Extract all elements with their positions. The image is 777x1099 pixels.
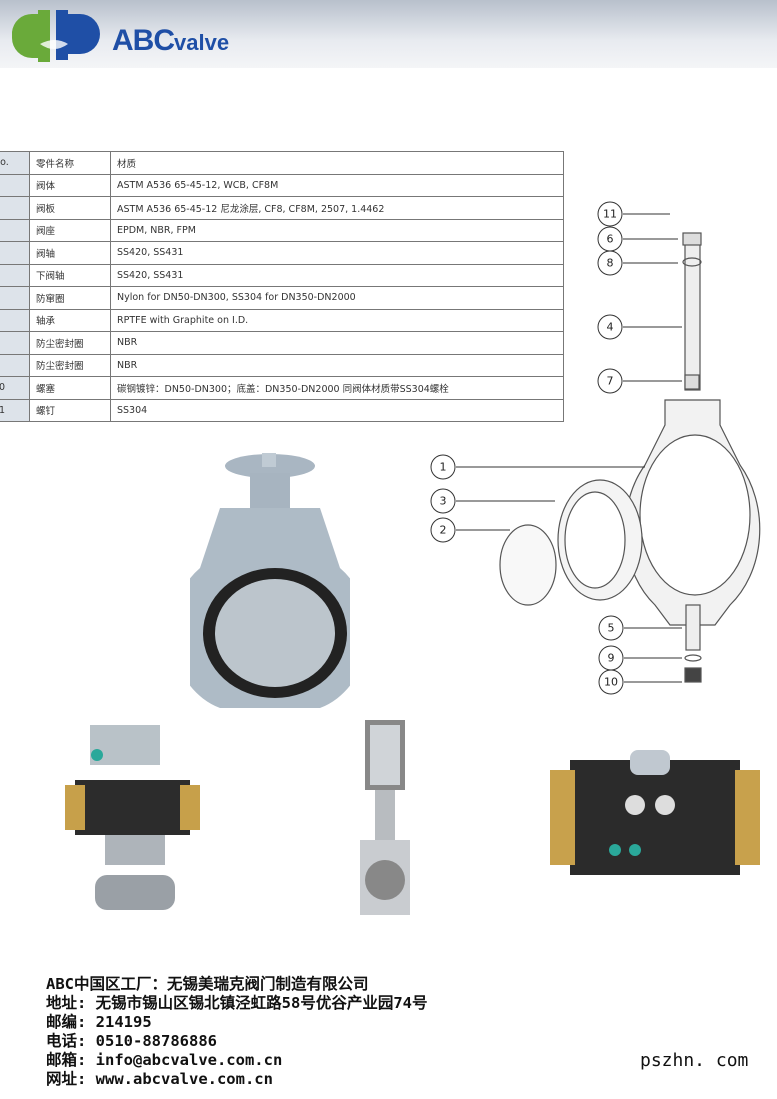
- part-number-cell: 3: [0, 218, 30, 242]
- website-line: 网址: www.abcvalve.com.cn: [46, 1070, 273, 1088]
- callout-circle: [597, 250, 623, 276]
- callout-circle: [597, 201, 623, 227]
- part-name-cell: 零件名称: [29, 151, 111, 175]
- table-row: 6防窜圈Nylon for DN50-DN300, SS304 for DN35…: [0, 286, 564, 310]
- brand-name: ABCvalve: [112, 24, 230, 57]
- header-banner: ABCvalve: [0, 0, 777, 68]
- part-name-cell: 下阀轴: [29, 263, 111, 287]
- part-material-cell: SS304: [110, 398, 564, 422]
- part-number-cell: 7: [0, 308, 30, 332]
- part-name-cell: 螺塞: [29, 376, 111, 400]
- part-number-cell: 10: [0, 376, 30, 400]
- part-number-cell: No.: [0, 151, 30, 175]
- part-material-cell: EPDM, NBR, FPM: [110, 218, 564, 242]
- part-number-cell: 4: [0, 241, 30, 265]
- contact-info: ABC中国区工厂：无锡美瑞克阀门制造有限公司 地址: 无锡市锡山区锡北镇泾虹路5…: [46, 975, 428, 1089]
- callout-circle: [430, 454, 456, 480]
- part-name-cell: 防尘密封圈: [29, 331, 111, 355]
- part-number-cell: 2: [0, 196, 30, 220]
- callout-circle: [598, 615, 624, 641]
- callout-circle: [597, 368, 623, 394]
- part-name-cell: 防窜圈: [29, 286, 111, 310]
- callout-label: 10: [604, 676, 618, 689]
- table-row: 1阀体ASTM A536 65-45-12, WCB, CF8M: [0, 173, 564, 197]
- part-number-cell: 6: [0, 286, 30, 310]
- table-row: 8防尘密封圈NBR: [0, 331, 564, 355]
- knife-gate-valve-image: [360, 720, 410, 915]
- part-number-cell: 1: [0, 173, 30, 197]
- watermark-text: pszhn. com: [640, 1050, 749, 1071]
- part-number-cell: 8: [0, 331, 30, 355]
- table-row: 9防尘密封圈NBR: [0, 353, 564, 377]
- part-number-cell: 11: [0, 398, 30, 422]
- callout-circle: [430, 488, 456, 514]
- callout-label: 4: [607, 321, 614, 334]
- callout-label: 3: [440, 495, 447, 508]
- actuated-ball-valve-image: [65, 725, 200, 910]
- part-name-cell: 轴承: [29, 308, 111, 332]
- callout-label: 8: [607, 257, 614, 270]
- part-name-cell: 阀轴: [29, 241, 111, 265]
- email-line: 邮箱: info@abcvalve.com.cn: [46, 1051, 283, 1069]
- part-material-cell: ASTM A536 65-45-12, WCB, CF8M: [110, 173, 564, 197]
- part-name-cell: 阀座: [29, 218, 111, 242]
- table-row: 2阀板ASTM A536 65-45-12 尼龙涂层, CF8, CF8M, 2…: [0, 196, 564, 220]
- part-material-cell: 材质: [110, 151, 564, 175]
- callout-label: 5: [608, 622, 615, 635]
- table-row: 3阀座EPDM, NBR, FPM: [0, 218, 564, 242]
- table-row: 7轴承RPTFE with Graphite on I.D.: [0, 308, 564, 332]
- callout-circle: [597, 314, 623, 340]
- abc-logo-icon: [12, 10, 100, 62]
- butterfly-valve-image: [190, 453, 350, 708]
- callout-circle: [430, 517, 456, 543]
- factory-line: ABC中国区工厂：无锡美瑞克阀门制造有限公司: [46, 975, 369, 993]
- exploded-diagram: 11 6 8 4 7 1 3 2 5 9 10: [430, 201, 761, 695]
- parts-table: No.零件名称材质1阀体ASTM A536 65-45-12, WCB, CF8…: [0, 151, 564, 422]
- pneumatic-actuator-image: [550, 750, 760, 875]
- address-line: 地址: 无锡市锡山区锡北镇泾虹路58号优谷产业园74号: [46, 994, 428, 1012]
- part-name-cell: 阀体: [29, 173, 111, 197]
- callout-label: 11: [603, 208, 617, 221]
- postcode-line: 邮编: 214195: [46, 1013, 152, 1031]
- callout-label: 9: [608, 652, 615, 665]
- part-name-cell: 阀板: [29, 196, 111, 220]
- part-number-cell: 5: [0, 263, 30, 287]
- part-number-cell: 9: [0, 353, 30, 377]
- part-name-cell: 防尘密封圈: [29, 353, 111, 377]
- part-material-cell: ASTM A536 65-45-12 尼龙涂层, CF8, CF8M, 2507…: [110, 196, 564, 220]
- callout-label: 6: [607, 233, 614, 246]
- phone-line: 电话: 0510-88786886: [46, 1032, 217, 1050]
- part-name-cell: 螺钉: [29, 398, 111, 422]
- callout-label: 2: [440, 524, 447, 537]
- table-row: 11螺钉SS304: [0, 398, 564, 422]
- callout-circle: [598, 669, 624, 695]
- callout-label: 7: [607, 375, 614, 388]
- callout-label: 1: [440, 461, 447, 474]
